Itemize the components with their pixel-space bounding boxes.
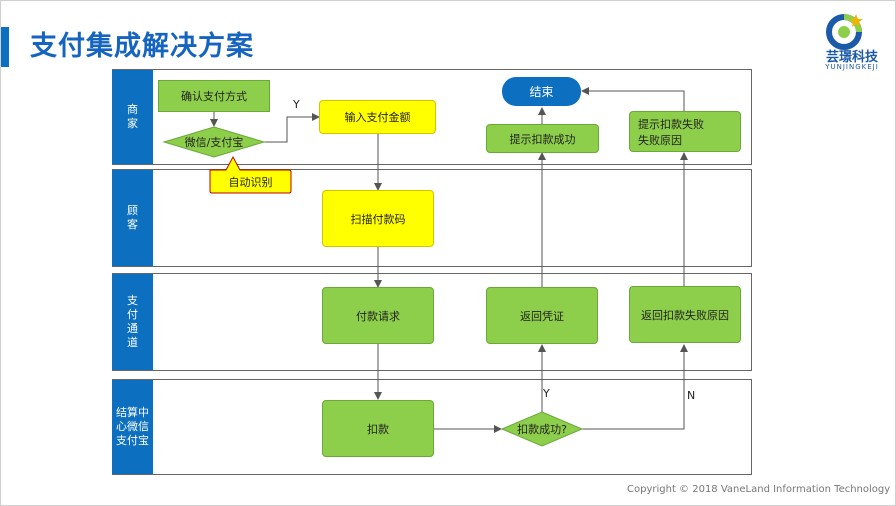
- callout-auto-detect-shape: [209, 155, 292, 194]
- lane-label-merchant: 商家: [112, 70, 153, 164]
- node-return-voucher: 返回凭证: [486, 287, 598, 344]
- decision-wechat-alipay-shape: [162, 126, 266, 158]
- copyright-text: Copyright © 2018 VaneLand Information Te…: [627, 484, 891, 495]
- edge-label-yes-top: Y: [293, 98, 300, 111]
- edge-label-yes-decision: Y: [543, 387, 550, 400]
- node-scan-code: 扫描付款码: [322, 190, 434, 247]
- node-end: 结束: [502, 77, 581, 106]
- company-logo-icon: [826, 14, 863, 50]
- node-confirm-method: 确认支付方式: [158, 80, 270, 112]
- node-deduct-success: 扣款成功?: [517, 423, 567, 436]
- node-pay-request: 付款请求: [322, 287, 434, 344]
- lane-label-settlement: 结算中心微信支付宝: [112, 380, 153, 474]
- callout-auto-detect: 自动识别: [228, 175, 273, 189]
- node-tip-fail: 提示扣款失败 失败原因: [629, 111, 741, 152]
- lane-label-payment-channel: 支付通道: [112, 274, 153, 370]
- logo-name: 芸璟科技: [825, 50, 878, 65]
- edge-label-no-decision: N: [687, 389, 696, 402]
- title-accent-bar: [1, 27, 9, 67]
- page-title: 支付集成解决方案: [30, 31, 254, 62]
- lane-label-customer: 顾客: [112, 170, 153, 266]
- logo-subtitle: YUNJINGKEJI: [825, 63, 879, 71]
- node-tip-success: 提示扣款成功: [486, 124, 599, 153]
- node-return-fail: 返回扣款失败原因: [629, 286, 741, 343]
- node-deduct: 扣款: [322, 400, 434, 457]
- node-wechat-alipay: 微信/支付宝: [184, 136, 244, 149]
- node-input-amount: 输入支付金额: [319, 100, 436, 134]
- decision-deduct-success-shape: [500, 411, 584, 447]
